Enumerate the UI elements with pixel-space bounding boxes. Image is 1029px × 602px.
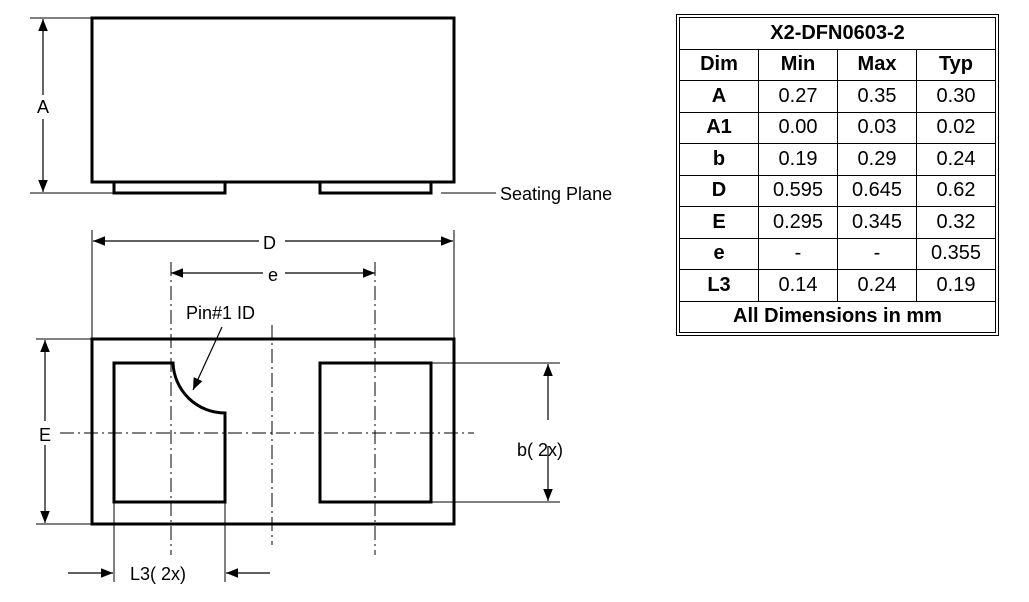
table-row: E 0.295 0.345 0.32 [679,206,996,239]
dimension-table: X2-DFN0603-2 Dim Min Max Typ A 0.27 0.35… [679,17,996,333]
header-typ: Typ [916,48,996,81]
row-min: 0.19 [758,143,838,176]
table-row: A1 0.00 0.03 0.02 [679,111,996,144]
row-dim-name: E [679,206,759,239]
label-E: E [39,425,51,445]
label-b-2x: b( 2x) [517,440,563,460]
header-min: Min [758,48,838,81]
table-footer-row: All Dimensions in mm [679,300,996,333]
row-max: 0.03 [837,111,917,144]
row-max: 0.29 [837,143,917,176]
row-max: 0.24 [837,269,917,302]
row-typ: 0.355 [916,237,996,270]
side-pad-left [112,180,227,195]
label-e: e [268,265,278,285]
side-pad-right [318,180,433,195]
label-pin1-id: Pin#1 ID [186,303,255,323]
header-max: Max [837,48,917,81]
table-row: D 0.595 0.645 0.62 [679,174,996,207]
table-title: X2-DFN0603-2 [679,17,996,50]
side-view [30,16,496,195]
label-L3-2x: L3( 2x) [130,564,186,584]
top-body-outline [90,337,456,526]
table-row: A 0.27 0.35 0.30 [679,80,996,113]
row-min: 0.595 [758,174,838,207]
pad-right [318,361,433,504]
dimension-table-frame: X2-DFN0603-2 Dim Min Max Typ A 0.27 0.35… [676,14,999,336]
row-typ: 0.62 [916,174,996,207]
table-footer: All Dimensions in mm [679,300,996,333]
row-typ: 0.24 [916,143,996,176]
row-max: 0.645 [837,174,917,207]
side-body [90,16,456,184]
label-A: A [37,97,49,117]
row-dim-name: b [679,143,759,176]
label-D: D [263,233,276,253]
table-header-row: Dim Min Max Typ [679,48,996,81]
row-max: 0.345 [837,206,917,239]
row-typ: 0.30 [916,80,996,113]
label-seating-plane: Seating Plane [500,184,612,204]
header-dim: Dim [679,48,759,81]
row-typ: 0.32 [916,206,996,239]
row-max: - [837,237,917,270]
row-min: 0.27 [758,80,838,113]
row-dim-name: A1 [679,111,759,144]
table-title-row: X2-DFN0603-2 [679,17,996,50]
row-min: 0.295 [758,206,838,239]
top-view [90,326,456,526]
row-min: - [758,237,838,270]
table-row: e - - 0.355 [679,237,996,270]
row-dim-name: D [679,174,759,207]
row-typ: 0.02 [916,111,996,144]
table-row: b 0.19 0.29 0.24 [679,143,996,176]
row-dim-name: A [679,80,759,113]
row-typ: 0.19 [916,269,996,302]
pad-left-with-pin1-notch [112,361,227,504]
row-min: 0.14 [758,269,838,302]
table-row: L3 0.14 0.24 0.19 [679,269,996,302]
row-dim-name: e [679,237,759,270]
pin1-leader [192,326,223,391]
row-dim-name: L3 [679,269,759,302]
row-max: 0.35 [837,80,917,113]
centerlines [60,262,474,555]
row-min: 0.00 [758,111,838,144]
